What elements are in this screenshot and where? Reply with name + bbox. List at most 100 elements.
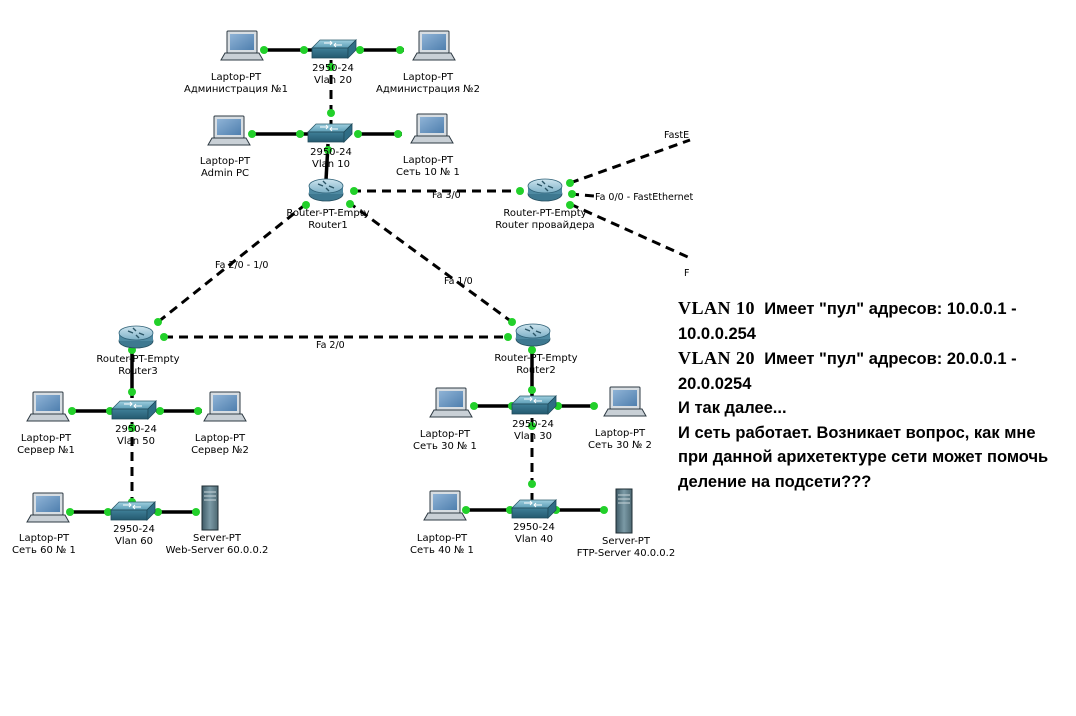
device-name: Сеть 10 № 1 [396,167,460,178]
laptop-icon [220,30,264,61]
router-icon [527,178,563,202]
device-name: Сеть 30 № 2 [588,440,652,451]
switch-vlan40[interactable]: 2950-24 Vlan 40 [511,499,557,545]
laptop-server-2[interactable]: Laptop-PT Сервер №2 [191,391,249,456]
router-provider[interactable]: Router-PT-Empty Router провайдера [495,178,595,231]
device-name: Vlan 20 [314,75,352,86]
device-name: Router2 [516,365,556,376]
laptop-net10-1[interactable]: Laptop-PT Сеть 10 № 1 [396,113,460,178]
laptop-icon [26,391,70,422]
router-3[interactable]: Router-PT-Empty Router3 [96,325,180,377]
router-2[interactable]: Router-PT-Empty Router2 [494,323,578,376]
switch-vlan10[interactable]: 2950-24 Vlan 10 [307,123,353,170]
device-name: FTP-Server 40.0.0.2 [577,548,675,559]
note-vlan10: VLAN 10 Имеет "пул" адресов: 10.0.0.1 - … [678,296,1068,346]
device-model: Router-PT-Empty [494,353,577,364]
device-name: Router1 [308,220,348,231]
device-name: Vlan 30 [514,431,552,442]
switch-icon [111,400,157,420]
link-label-rp-out-top: FastE [664,130,689,141]
device-model: 2950-24 [113,524,155,535]
device-model: 2950-24 [310,147,352,158]
laptop-net40-1[interactable]: Laptop-PT Сеть 40 № 1 [410,490,474,556]
notes-text: VLAN 10 Имеет "пул" адресов: 10.0.0.1 - … [678,296,1068,494]
device-model: Server-PT [193,533,242,544]
link-label-r1-rp: Fa 3/0 [432,190,461,201]
laptop-icon [412,30,456,61]
laptop-icon [207,115,251,146]
note-question: И сеть работает. Возникает вопрос, как м… [678,423,1049,491]
device-model: Laptop-PT [403,155,454,166]
device-name: Сеть 60 № 1 [12,545,76,556]
switch-vlan30[interactable]: 2950-24 Vlan 30 [511,395,557,442]
note-and-so-on: И так далее... [678,399,787,417]
laptop-adm2[interactable]: Laptop-PT Администрация №2 [376,30,480,95]
link-labels: Fa 3/0 Fa 0/0 - FastEthernet FastE F Fa … [215,130,693,351]
device-model: Laptop-PT [595,428,646,439]
link-label-r1-r3: Fa 2/0 - 1/0 [215,260,268,271]
laptop-icon [203,391,247,422]
switch-icon [511,395,557,415]
device-model: Router-PT-Empty [96,354,179,365]
switch-icon [311,39,357,59]
device-model: Laptop-PT [417,533,468,544]
switch-icon [110,501,156,521]
device-name: Web-Server 60.0.0.2 [166,545,269,556]
link-label-r1-r2: Fa 1/0 [444,276,473,287]
device-name: Сервер №2 [191,445,249,456]
note-vlan20: VLAN 20 Имеет "пул" адресов: 20.0.0.1 - … [678,346,1068,396]
switch-icon [511,499,557,519]
laptop-net60-1[interactable]: Laptop-PT Сеть 60 № 1 [12,492,76,556]
device-model: Router-PT-Empty [286,208,369,219]
router-icon [308,178,344,202]
device-name: Router3 [118,366,158,377]
device-model: Router-PT-Empty [503,208,586,219]
note-vlan20-text: Имеет "пул" адресов: 20.0.0.1 - 20.0.025… [678,350,1017,393]
router-1[interactable]: Router-PT-Empty Router1 [286,178,370,231]
device-model: Laptop-PT [211,72,262,83]
laptop-icon [603,386,647,417]
link-rp-out-bottom[interactable] [569,202,691,260]
device-name: Администрация №1 [184,84,288,95]
laptop-net30-1[interactable]: Laptop-PT Сеть 30 № 1 [413,387,477,452]
laptop-icon [410,113,454,144]
device-model: Laptop-PT [19,533,70,544]
device-model: 2950-24 [513,522,555,533]
link-label-rp-out-mid: Fa 0/0 - FastEthernet [595,192,693,203]
laptop-icon [423,490,467,521]
device-model: Laptop-PT [420,429,471,440]
link-rp-out-top[interactable] [569,138,691,185]
device-name: Vlan 50 [117,436,155,447]
laptop-net30-2[interactable]: Laptop-PT Сеть 30 № 2 [588,386,652,451]
laptop-server-1[interactable]: Laptop-PT Сервер №1 [17,391,75,456]
link-label-r3-r2: Fa 2/0 [316,340,345,351]
laptop-icon [429,387,473,418]
router-icon [515,323,551,347]
laptop-admin-pc[interactable]: Laptop-PT Admin PC [200,115,251,179]
switch-icon [307,123,353,143]
device-model: Laptop-PT [21,433,72,444]
switch-vlan60[interactable]: 2950-24 Vlan 60 [110,501,156,547]
device-name: Администрация №2 [376,84,480,95]
link-r1-r2[interactable] [347,200,513,324]
switch-vlan50[interactable]: 2950-24 Vlan 50 [111,400,157,447]
device-name: Сеть 40 № 1 [410,545,474,556]
device-model: 2950-24 [312,63,354,74]
device-model: Laptop-PT [403,72,454,83]
device-name: Сеть 30 № 1 [413,441,477,452]
device-name: Router провайдера [495,220,594,231]
device-name: Admin PC [201,168,249,179]
device-name: Vlan 40 [515,534,553,545]
server-icon [201,485,219,531]
laptop-adm1[interactable]: Laptop-PT Администрация №1 [184,30,288,95]
server-web[interactable]: Server-PT Web-Server 60.0.0.2 [166,485,269,556]
link-r1-r3[interactable] [157,202,307,324]
device-model: Laptop-PT [195,433,246,444]
device-model: 2950-24 [115,424,157,435]
device-model: 2950-24 [512,419,554,430]
switch-vlan20[interactable]: 2950-24 Vlan 20 [311,39,357,86]
server-ftp[interactable]: Server-PT FTP-Server 40.0.0.2 [577,488,675,559]
server-icon [615,488,633,534]
link-label-rp-out-bottom: F [684,268,689,279]
